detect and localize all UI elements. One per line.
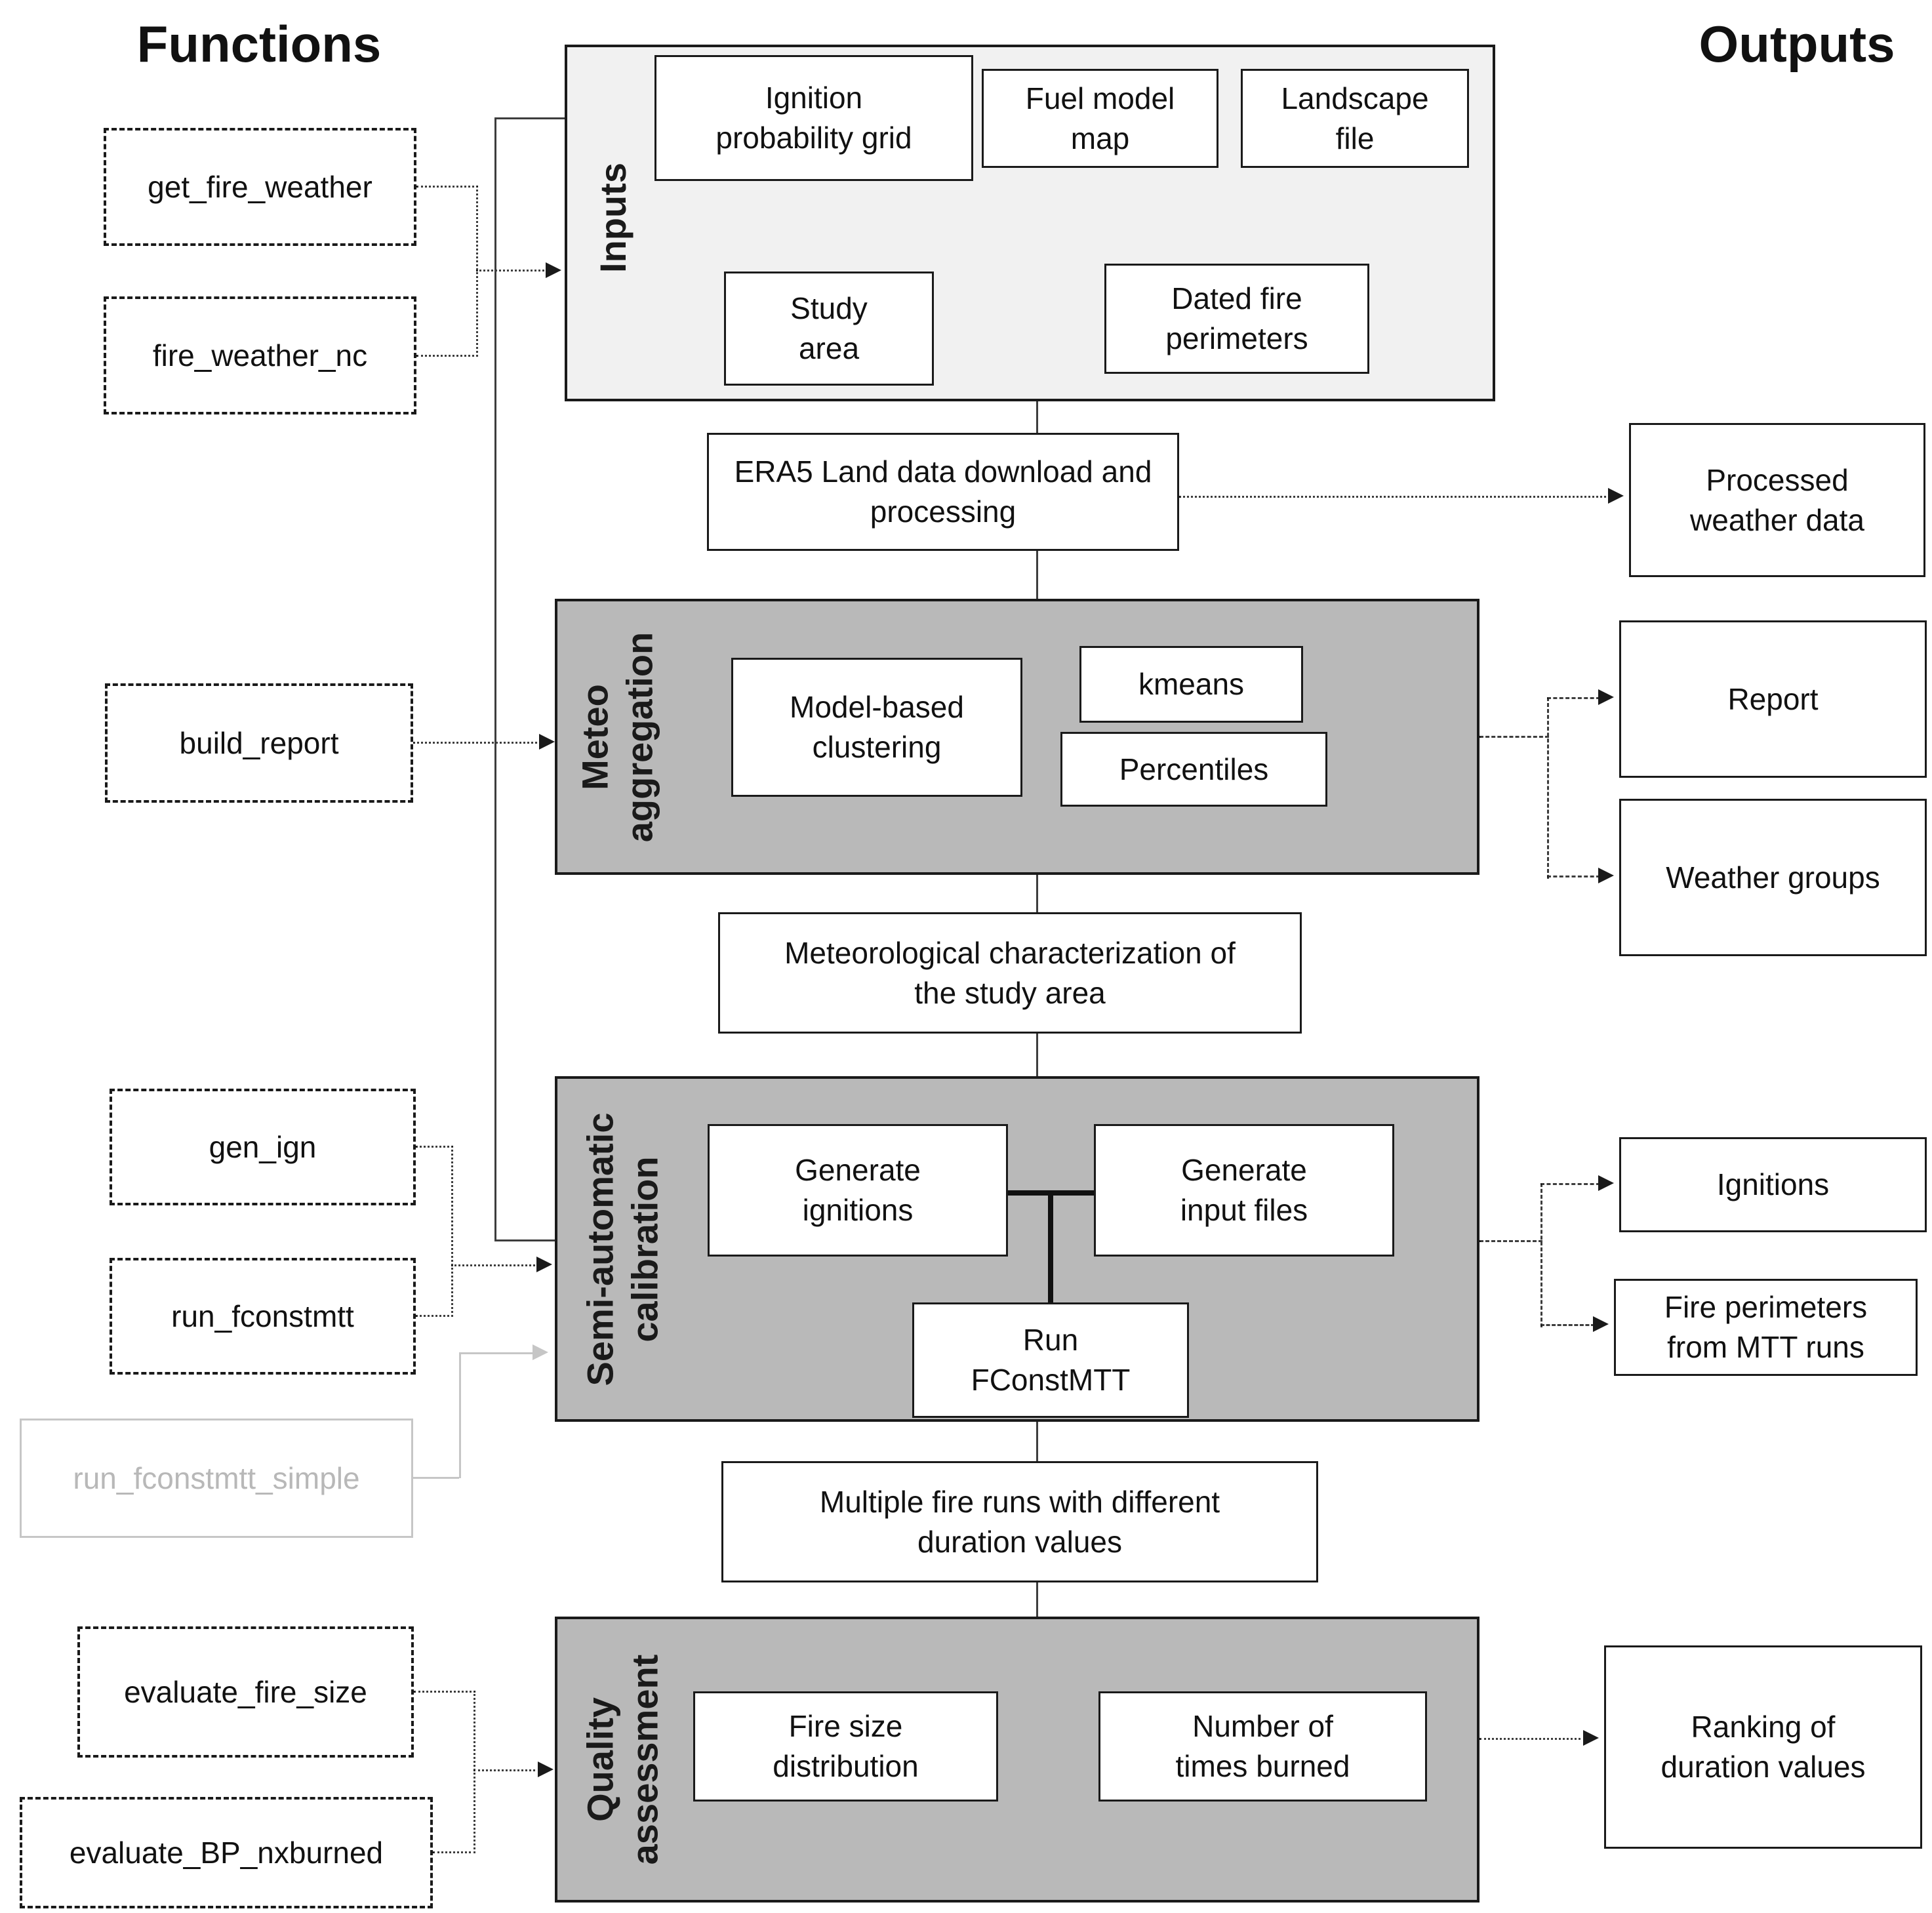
connector-evaluate-fire-size-stub <box>414 1691 475 1693</box>
box-study-area: Study area <box>724 272 934 386</box>
arrowhead-into-quality <box>538 1762 553 1777</box>
arrowhead-ranking <box>1583 1730 1599 1746</box>
function-evaluate-fire-size: evaluate_fire_size <box>77 1626 414 1758</box>
connector-evaluate-arrow-shaft <box>473 1769 540 1771</box>
box-kmeans: kmeans <box>1079 646 1303 723</box>
arrowhead-simple-into-calibration <box>533 1344 548 1360</box>
connector-simple-stub <box>413 1477 459 1479</box>
function-get-fire-weather: get_fire_weather <box>104 128 416 246</box>
connector-evaluate-bp-stub <box>433 1851 475 1853</box>
box-era5-processing: ERA5 Land data download and processing <box>707 433 1179 551</box>
output-ignitions: Ignitions <box>1619 1137 1927 1232</box>
connector-fire-weather-nc-stub <box>416 355 478 357</box>
connector-spine-metchar-semi <box>1036 1032 1038 1078</box>
function-run-fconstmtt-simple: run_fconstmtt_simple <box>20 1419 413 1538</box>
box-multiple-fire-runs: Multiple fire runs with different durati… <box>721 1461 1318 1582</box>
arrowhead-report <box>1598 689 1614 705</box>
connector-generate-thick-vertical <box>1048 1190 1053 1305</box>
connector-spine-era5-meteo <box>1036 550 1038 601</box>
box-ignition-probability-grid: Ignition probability grid <box>654 55 973 181</box>
box-percentiles: Percentiles <box>1060 732 1327 807</box>
box-number-times-burned: Number of times burned <box>1098 1691 1427 1802</box>
function-run-fconstmtt: run_fconstmtt <box>110 1258 416 1375</box>
box-dated-fire-perimeters: Dated fire perimeters <box>1104 264 1369 374</box>
connector-fire-perimeters-shaft <box>1540 1324 1595 1326</box>
connector-simple-arrow-shaft <box>459 1352 533 1354</box>
connector-simple-rise <box>459 1352 461 1478</box>
section-quality-label: Quality assessment <box>579 1654 666 1865</box>
output-report: Report <box>1619 620 1927 778</box>
arrowhead-fire-perimeters <box>1593 1316 1609 1332</box>
connector-bus-to-calibration <box>494 1239 557 1241</box>
connector-get-fire-weather-stub <box>416 186 478 188</box>
connector-spine-multiruns-quality <box>1036 1581 1038 1619</box>
connector-bus-vertical <box>494 117 496 1241</box>
arrowhead-processed-weather <box>1608 488 1624 504</box>
box-meteorological-characterization: Meteorological characterization of the s… <box>718 912 1302 1034</box>
connector-calibration-arrow-shaft <box>451 1264 538 1266</box>
connector-weather-groups-shaft <box>1547 876 1600 877</box>
output-processed-weather-data: Processed weather data <box>1629 423 1925 577</box>
connector-spine-meteo-metchar <box>1036 874 1038 914</box>
arrowhead-ignitions <box>1598 1175 1614 1191</box>
arrowhead-into-meteo <box>539 734 555 750</box>
output-weather-groups: Weather groups <box>1619 799 1927 956</box>
function-fire-weather-nc: fire_weather_nc <box>104 296 416 414</box>
connector-spine-semi-multiruns <box>1036 1420 1038 1463</box>
connector-report-shaft <box>1547 697 1600 699</box>
arrowhead-weather-groups <box>1598 868 1614 883</box>
box-generate-input-files: Generate input files <box>1094 1124 1394 1257</box>
connector-gen-ign-stub <box>416 1146 453 1148</box>
output-fire-perimeters-mtt: Fire perimeters from MTT runs <box>1614 1279 1918 1376</box>
box-landscape-file: Landscape file <box>1241 69 1469 168</box>
connector-meteo-out-stub <box>1479 736 1549 738</box>
arrowhead-into-calibration <box>536 1257 552 1272</box>
box-model-based-clustering: Model-based clustering <box>731 658 1022 797</box>
connector-semi-out-stub <box>1479 1240 1542 1242</box>
arrowhead-into-inputs <box>546 262 561 278</box>
connector-weather-arrow-shaft <box>476 270 548 272</box>
connector-calibration-merge <box>451 1146 453 1317</box>
section-semi-label: Semi-automatic calibration <box>579 1112 666 1386</box>
section-meteo-label: Meteo aggregation <box>574 632 660 843</box>
function-evaluate-bp-nxburned: evaluate_BP_nxburned <box>20 1797 433 1908</box>
connector-era5-processed <box>1179 496 1610 498</box>
connector-semi-out-branch <box>1540 1183 1542 1327</box>
box-fuel-model-map: Fuel model map <box>982 69 1218 168</box>
connector-run-fconstmtt-stub <box>416 1315 453 1317</box>
outputs-column-title: Outputs <box>1699 15 1895 73</box>
box-fire-size-distribution: Fire size distribution <box>693 1691 998 1802</box>
box-run-fconstmtt: Run FConstMTT <box>912 1302 1189 1418</box>
function-gen-ign: gen_ign <box>110 1089 416 1205</box>
output-ranking-duration-values: Ranking of duration values <box>1604 1645 1922 1849</box>
section-inputs-label: Inputs <box>592 163 634 273</box>
box-generate-ignitions: Generate ignitions <box>708 1124 1008 1257</box>
connector-ignitions-shaft <box>1540 1183 1600 1185</box>
connector-quality-ranking <box>1479 1738 1585 1740</box>
connector-evaluate-merge <box>473 1691 475 1853</box>
functions-column-title: Functions <box>136 15 382 73</box>
connector-build-report-arrow <box>413 742 541 744</box>
function-build-report: build_report <box>105 683 413 803</box>
connector-meteo-out-branch <box>1547 697 1549 879</box>
